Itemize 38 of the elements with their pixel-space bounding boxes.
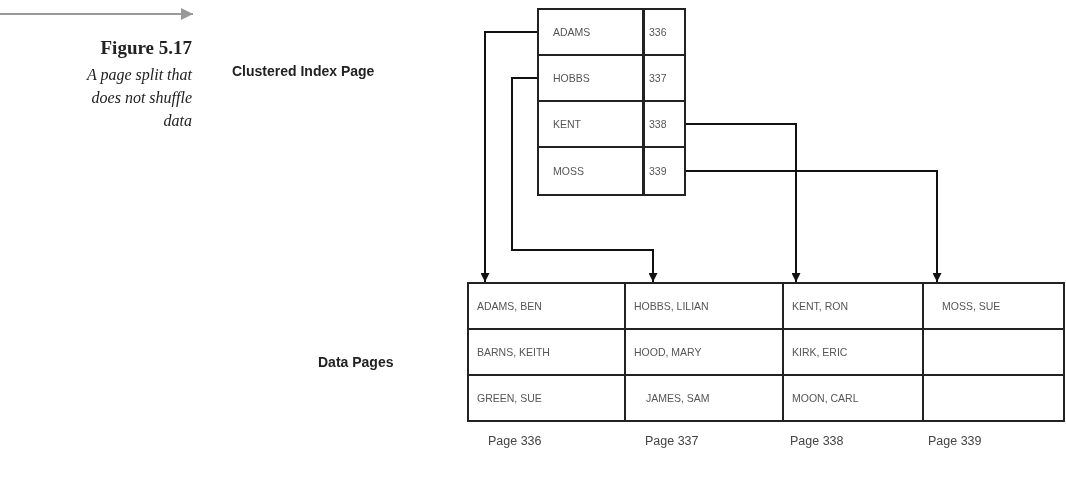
data-page [624,282,784,422]
page-number: 338 [649,118,667,130]
page-number: 339 [649,165,667,177]
data-row-text: HOOD, MARY [634,346,702,358]
page-number: 336 [649,26,667,38]
arrow [480,31,538,283]
data-row-text: GREEN, SUE [477,392,542,404]
page-number: 337 [649,72,667,84]
page-caption: Page 338 [790,434,844,448]
data-page [467,282,626,422]
page-caption: Page 339 [928,434,982,448]
data-row-text: MOSS, SUE [942,300,1001,312]
page-caption: Page 337 [645,434,699,448]
arrow [511,77,658,283]
arrow [685,123,801,283]
data-row-text: BARNS, KEITH [477,346,550,358]
data-row-text: JAMES, SAM [646,392,710,404]
arrow [685,170,942,283]
index-entry-row [537,8,686,56]
data-row-text: ADAMS, BEN [477,300,542,312]
data-page [782,282,924,422]
section-label: Data Pages [318,354,394,370]
data-row-text: MOON, CARL [792,392,859,404]
index-entry-row [537,146,686,196]
data-page [922,282,1065,422]
index-entry-row [537,100,686,148]
data-row-text: KENT, RON [792,300,848,312]
section-label: Clustered Index Page [232,63,375,79]
key-name: KENT [553,118,581,130]
key-name: ADAMS [553,26,591,38]
data-row-text: KIRK, ERIC [792,346,848,358]
index-entry-row [537,54,686,102]
data-row-text: HOBBS, LILIAN [634,300,709,312]
figure-caption: A page split that does not shuffle data [85,65,192,131]
key-name: MOSS [553,165,584,177]
page-caption: Page 336 [488,434,542,448]
figure-title: Figure 5.17 [99,37,192,59]
key-name: HOBBS [553,72,590,84]
